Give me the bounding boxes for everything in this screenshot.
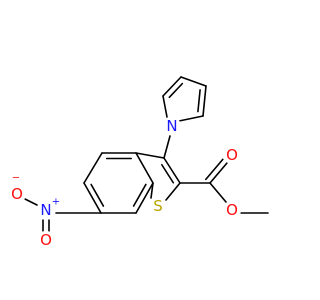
bond-ca-npyrrole [162, 95, 168, 118]
bond-cb-ca [162, 76, 182, 97]
atom-pyrrole-nitrogen-text: N [166, 117, 177, 135]
bond-c7-c7a-inner [132, 183, 147, 207]
bond-c3-npyrrole [163, 135, 171, 159]
atom-nitro-nitrogen-charge: + [52, 197, 60, 208]
bond-c7-c7a [135, 182, 154, 214]
bond-layer [24, 76, 269, 232]
atom-pyrrole-nitrogen: N [163, 117, 181, 135]
bond-c3-c2-inner [160, 163, 175, 184]
bond-c7a-c3a [135, 152, 154, 184]
bond-c5-c6-inner [90, 183, 105, 207]
bond-cc-cb [180, 76, 207, 87]
bond-carbonyl-double-a [209, 162, 228, 184]
bond-c7a-s [150, 182, 154, 199]
molecule-structure: N N + O − O S O O [8, 76, 269, 249]
atom-carbonyl-oxygen-text: O [226, 146, 238, 164]
atom-nitro-oxygen-left: O − [8, 173, 26, 203]
bond-npyrrole-cd [178, 115, 204, 122]
bond-c4-c5 [83, 152, 103, 184]
bond-carbonyl-double-b [205, 158, 224, 181]
bond-c3a-c3 [135, 152, 165, 159]
bond-c5-c6 [83, 182, 102, 214]
atom-nitro-oxygen-left-charge: − [12, 173, 20, 184]
atom-nitro-nitrogen-text: N [40, 201, 51, 219]
atom-ring-sulfur-text: S [153, 197, 163, 215]
atom-nitro-nitrogen: N + [37, 197, 60, 219]
atom-ester-oxygen: O [223, 201, 241, 219]
atom-label-layer: N N + O − O S O O [8, 117, 241, 249]
atom-nitro-oxygen-left-text: O [11, 185, 23, 203]
atom-ring-sulfur: S [149, 197, 167, 215]
bond-cd-cc-inner [197, 89, 201, 113]
bond-ccarbonyl-oester [209, 182, 227, 203]
bond-c2-s [165, 182, 181, 201]
bond-cd-cc [202, 85, 207, 117]
atom-nitro-oxygen-bottom-text: O [40, 231, 52, 249]
atom-nitro-oxygen-bottom: O [37, 231, 55, 249]
bond-nnitro-oleft [24, 198, 38, 206]
atom-carbonyl-oxygen: O [223, 146, 241, 164]
atom-ester-oxygen-text: O [226, 201, 238, 219]
bond-cb-ca-inner [168, 82, 184, 99]
bond-c3-c2 [163, 157, 181, 184]
